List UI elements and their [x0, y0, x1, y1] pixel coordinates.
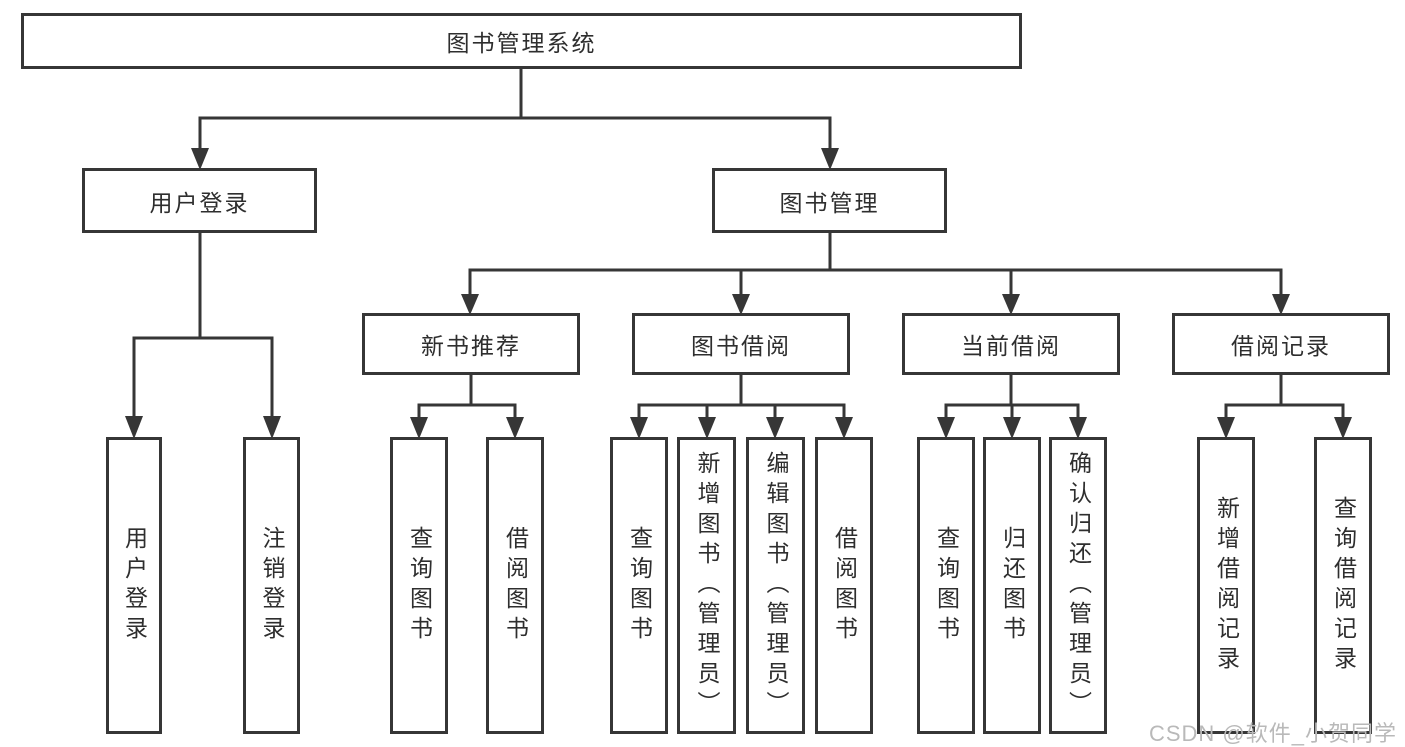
node-root: 图书管理系统 — [21, 13, 1022, 69]
node-book-management: 图书管理 — [712, 168, 947, 233]
node-user-login: 用户登录 — [82, 168, 317, 233]
node-new-book-recommend: 新书推荐 — [362, 313, 580, 375]
leaf-confirm-return-admin: 确认归还（管理员） — [1049, 437, 1107, 734]
leaf-logout: 注销登录 — [243, 437, 300, 734]
leaf-borrow-book-1: 借阅图书 — [486, 437, 544, 734]
leaf-add-book-admin: 新增图书（管理员） — [677, 437, 736, 734]
leaf-edit-book-admin: 编辑图书（管理员） — [746, 437, 805, 734]
node-borrowing-records: 借阅记录 — [1172, 313, 1390, 375]
leaf-query-book-1: 查询图书 — [390, 437, 448, 734]
leaf-query-book-2: 查询图书 — [610, 437, 668, 734]
node-current-borrowing: 当前借阅 — [902, 313, 1120, 375]
leaf-user-login: 用户登录 — [106, 437, 162, 734]
leaf-query-borrow-record: 查询借阅记录 — [1314, 437, 1372, 734]
leaf-add-borrow-record: 新增借阅记录 — [1197, 437, 1255, 734]
leaf-return-book: 归还图书 — [983, 437, 1041, 734]
csdn-watermark: CSDN @软件_小贺同学 — [1148, 721, 1397, 746]
node-book-borrowing: 图书借阅 — [632, 313, 850, 375]
leaf-borrow-book-2: 借阅图书 — [815, 437, 873, 734]
leaf-query-book-3: 查询图书 — [917, 437, 975, 734]
